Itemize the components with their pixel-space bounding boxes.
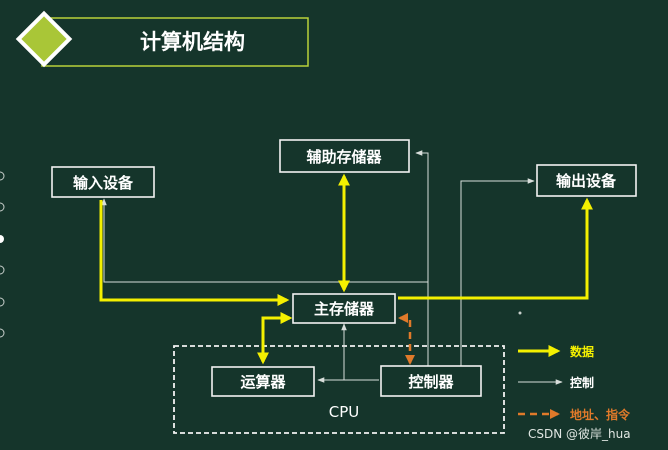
box-alu: 运算器 <box>211 366 315 397</box>
box-aux-storage: 辅助存储器 <box>279 139 410 173</box>
title-bar <box>41 17 309 67</box>
box-main-memory: 主存储器 <box>292 293 396 324</box>
legend-control-label: 控制 <box>570 375 594 390</box>
legend-data-label: 数据 <box>570 344 594 359</box>
aux-storage-label: 辅助存储器 <box>306 148 382 166</box>
side-dot[interactable] <box>0 328 5 338</box>
data-line-main-to-output <box>398 197 593 300</box>
main-memory-label: 主存储器 <box>314 300 375 318</box>
title-banner: 计算机结构 <box>15 10 309 68</box>
side-dot[interactable] <box>0 265 5 275</box>
box-controller: 控制器 <box>380 365 482 397</box>
side-dot[interactable] <box>0 202 5 212</box>
address-line-controller-main <box>398 313 415 365</box>
control-line-to-input <box>101 198 428 283</box>
control-lines <box>101 150 535 383</box>
data-lines <box>99 173 593 365</box>
alu-label: 运算器 <box>240 373 286 391</box>
page-title: 计算机结构 <box>140 30 245 54</box>
data-line-main-alu <box>257 312 293 365</box>
input-device-label: 输入设备 <box>73 174 134 192</box>
output-device-label: 输出设备 <box>556 172 617 190</box>
side-dot[interactable] <box>0 171 5 181</box>
legend-address-label: 地址、指令 <box>570 407 631 422</box>
cpu-label: CPU <box>329 403 360 421</box>
side-dot[interactable] <box>0 297 5 307</box>
data-line-input-to-main-memory <box>99 200 290 306</box>
side-dot-active[interactable] <box>0 235 4 243</box>
control-line-to-output <box>460 178 535 367</box>
box-output-device: 输出设备 <box>536 164 637 197</box>
legend: 数据 控制 地址、指令 <box>518 344 631 422</box>
cpu-frame <box>173 345 505 434</box>
watermark: CSDN @彼岸_hua <box>528 427 631 441</box>
stray-dot <box>518 311 522 315</box>
box-input-device: 输入设备 <box>51 166 155 198</box>
controller-label: 控制器 <box>408 373 454 391</box>
side-dots <box>0 171 5 338</box>
control-line-to-aux-storage <box>415 150 429 367</box>
